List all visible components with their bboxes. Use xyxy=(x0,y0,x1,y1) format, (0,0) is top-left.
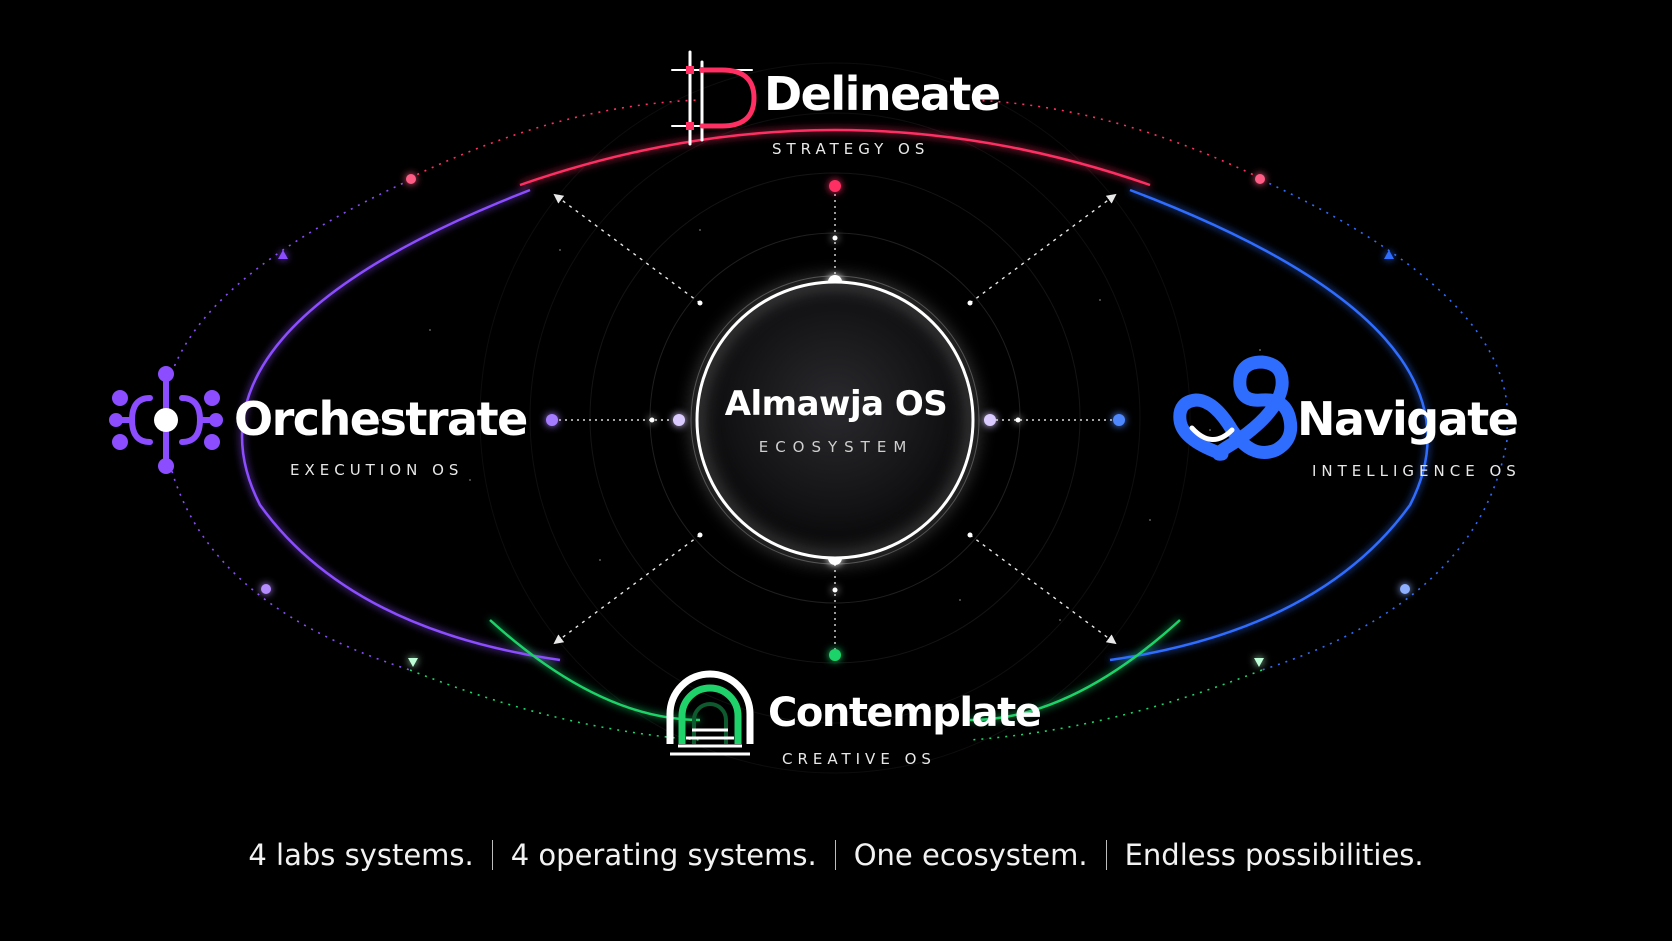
navigate-title[interactable]: Navigate xyxy=(1297,392,1519,446)
orchestrate-subtitle: EXECUTION OS xyxy=(290,461,464,479)
orbit-arc-orchestrate xyxy=(240,188,561,662)
concentric-rings xyxy=(479,62,1191,774)
delineate-d-icon xyxy=(671,50,757,146)
navigate-loop-icon xyxy=(1173,355,1298,461)
arrow-joints xyxy=(697,300,973,538)
center-title: Almawja OS xyxy=(724,384,948,424)
tagline-separator xyxy=(491,840,493,870)
diagonal-arrows xyxy=(553,193,1117,645)
center-subtitle: ECOSYSTEM xyxy=(758,438,914,456)
node-dot-contemplate xyxy=(829,649,841,661)
starfield xyxy=(379,229,1261,621)
orbit-arcs xyxy=(240,128,1429,722)
node-dot-delineate xyxy=(829,180,841,192)
delineate-title[interactable]: Delineate xyxy=(764,67,1001,121)
delineate-subtitle: STRATEGY OS xyxy=(772,140,930,158)
node-dot-orchestrate xyxy=(546,414,558,426)
tagline-item-2: 4 operating systems. xyxy=(510,838,817,872)
orbit-arc-delineate xyxy=(519,128,1151,187)
tagline-item-4: Endless possibilities. xyxy=(1124,838,1424,872)
orbit-arc-navigate xyxy=(1109,188,1429,662)
tagline-separator xyxy=(834,840,836,870)
orbit-arc-contemplate-right xyxy=(969,619,1181,722)
navigate-subtitle: INTELLIGENCE OS xyxy=(1312,462,1521,480)
node-dot-navigate xyxy=(1113,414,1125,426)
tagline-item-3: One ecosystem. xyxy=(853,838,1088,872)
orchestrate-hub-icon xyxy=(109,366,223,474)
orbit-markers xyxy=(261,174,1410,667)
center-sphere xyxy=(690,275,980,565)
connectors xyxy=(553,188,1118,652)
orchestrate-title[interactable]: Orchestrate xyxy=(234,392,528,446)
tagline-item-1: 4 labs systems. xyxy=(248,838,474,872)
tagline: 4 labs systems. 4 operating systems. One e… xyxy=(0,838,1672,872)
contemplate-arch-icon xyxy=(666,670,754,756)
orbit-arc-contemplate xyxy=(489,619,701,722)
tagline-separator xyxy=(1105,840,1107,870)
contemplate-subtitle: CREATIVE OS xyxy=(782,750,936,768)
contemplate-title[interactable]: Contemplate xyxy=(768,690,1042,736)
